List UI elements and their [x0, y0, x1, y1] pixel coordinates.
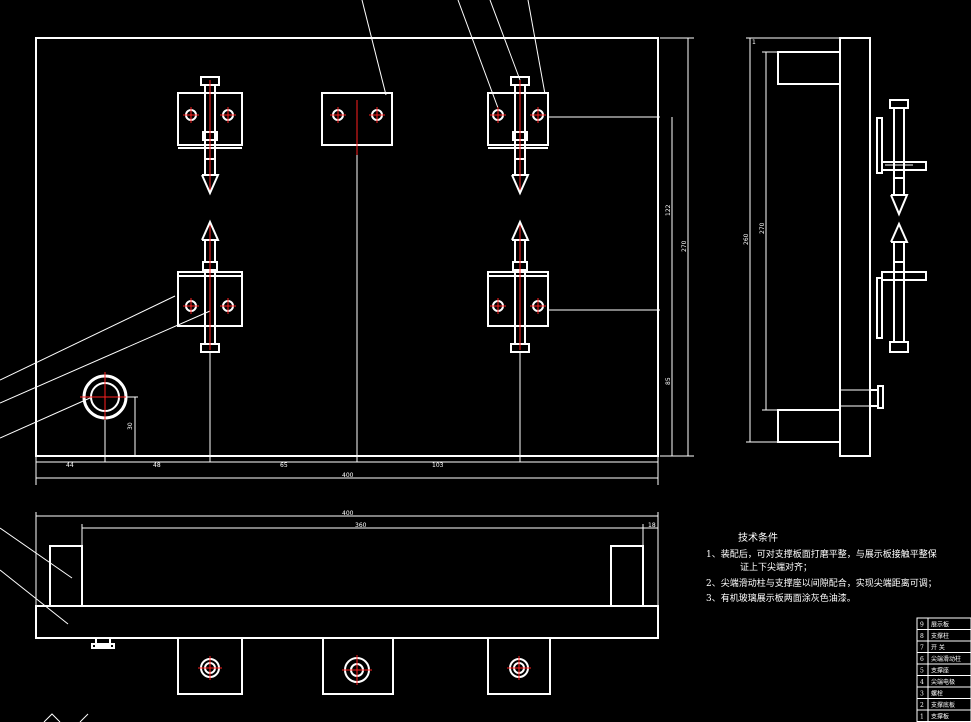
bom-row-name: 尖端滑动柱 [931, 655, 961, 663]
dim-seg4: 103 [432, 462, 444, 469]
dim-front-inner: 360 [355, 522, 367, 529]
bom-row-name: 开 关 [931, 644, 945, 652]
dim-side-small: 1 [752, 39, 756, 46]
dim-side-total: 260 [743, 233, 750, 245]
dim-side-inner: 270 [759, 222, 766, 234]
bom-row-number: 2 [920, 702, 924, 709]
support-block-bottom-right [487, 219, 549, 462]
side-view-plate [839, 37, 871, 457]
bom-row-name: 支撑座 [931, 667, 949, 675]
top-view-outline [35, 37, 659, 457]
bom-row-number: 4 [920, 679, 924, 686]
bom-row-number: 9 [920, 622, 924, 629]
notes-line2: 2、尖端滑动柱与支撑座以间隙配合，实现尖端距离可调； [706, 577, 937, 589]
dim-right-upper: 122 [665, 204, 672, 216]
front-view: 400 360 18 [0, 510, 659, 695]
dim-right-total: 270 [681, 240, 688, 252]
front-view-base [35, 605, 659, 639]
dim-front-total: 400 [342, 510, 354, 517]
bom-row-name: 展示板 [931, 621, 949, 629]
dim-right-lower: 85 [665, 377, 672, 385]
notes-line1b: 证上下尖端对齐； [740, 561, 812, 573]
bom-table: 9 展示板 8 支撑柱 7 开 关 6 尖端滑动柱 5 支撑座 4 尖端电极 3 螺栓 2 支撑底板 1 支撑板 [916, 617, 971, 722]
side-view: 1 260 270 [743, 37, 927, 457]
bom-row-name: 尖端电极 [931, 678, 955, 686]
notes-title: 技术条件 [738, 531, 778, 544]
bom-row-number: 3 [920, 691, 924, 698]
dim-front-end: 18 [648, 522, 656, 529]
bom-row-number: 8 [920, 633, 924, 640]
bom-row-name: 螺栓 [931, 690, 943, 698]
notes-line3: 3、有机玻璃展示板两面涂灰色油漆。 [706, 592, 856, 604]
bom-row-number: 5 [920, 668, 924, 675]
dim-top-total: 400 [342, 472, 354, 479]
support-block-top-right [487, 76, 549, 196]
support-block-top-middle [321, 92, 393, 462]
technical-notes: 技术条件 1、装配后，可对支撑板面打磨平整，与展示板接触平整保 证上下尖端对齐；… [706, 531, 937, 604]
dim-hole-y: 30 [127, 422, 134, 430]
notes-line1: 1、装配后，可对支撑板面打磨平整，与展示板接触平整保 [706, 548, 937, 560]
switch-hole [80, 372, 138, 462]
bom-row-number: 1 [920, 714, 924, 721]
bom-row-number: 6 [920, 656, 924, 663]
bom-row-name: 支撑底板 [931, 701, 955, 709]
bom-row-name: 支撑板 [931, 713, 949, 721]
dim-seg1: 44 [66, 462, 74, 469]
bom-row-number: 7 [920, 645, 924, 652]
bom-row-name: 支撑柱 [931, 632, 949, 640]
dim-seg2: 48 [153, 462, 161, 469]
dim-seg3: 65 [280, 462, 288, 469]
top-view: 44 48 65 103 400 30 122 85 270 [0, 0, 694, 485]
support-block-bottom-left [177, 219, 243, 462]
support-block-top-left [177, 76, 243, 196]
